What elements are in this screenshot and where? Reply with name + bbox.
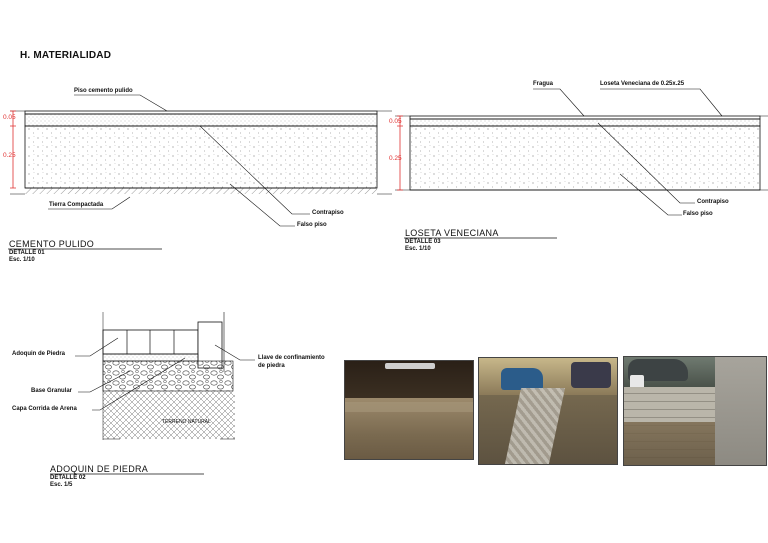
detalle-loseta: DETALLE 03 <box>405 239 441 245</box>
dimension-top-cemento: 0.05 <box>3 114 16 121</box>
photo-cemento-floor <box>344 360 474 460</box>
loseta-section-drawing <box>395 88 768 239</box>
label-contrapiso-cemento: Contrapiso <box>312 210 344 216</box>
label-base-granular: Base Granular <box>31 388 73 394</box>
caption-cemento: CEMENTO PULIDO <box>9 239 95 249</box>
dimension-top-loseta: 0.05 <box>389 118 402 125</box>
dimension-bottom-cemento: 0.25 <box>3 152 16 159</box>
caption-loseta: LOSETA VENECIANA <box>405 228 499 238</box>
dimension-bottom-loseta: 0.25 <box>389 155 402 162</box>
label-piso-cemento: Piso cemento pulido <box>74 88 133 94</box>
caption-adoquin: ADOQUIN DE PIEDRA <box>50 464 149 474</box>
escala-adoquin: Esc. 1/5 <box>50 482 73 488</box>
label-adoquin: Adoquin de Piedra <box>12 351 66 357</box>
photo-adoquin-sidewalk <box>623 356 767 466</box>
adoquin-section-drawing <box>50 312 255 475</box>
label-terreno-natural: TERRENO NATURAL <box>162 419 211 425</box>
label-tierra-compactada: Tierra Compactada <box>49 202 104 208</box>
detalle-adoquin: DETALLE 02 <box>50 475 86 481</box>
photo-loseta-street <box>478 357 618 465</box>
escala-cemento: Esc. 1/10 <box>9 257 35 263</box>
detalle-cemento: DETALLE 01 <box>9 250 45 256</box>
escala-loseta: Esc. 1/10 <box>405 246 431 252</box>
section-title: H. MATERIALIDAD <box>20 50 112 61</box>
label-llave-confinamiento: Llave de confinamiento <box>258 355 325 361</box>
cemento-section-drawing <box>8 94 392 250</box>
label-loseta-veneciana: Loseta Veneciana de 0.25x.25 <box>600 81 685 87</box>
label-contrapiso-loseta: Contrapiso <box>697 199 729 205</box>
label-fragua: Fragua <box>533 81 554 87</box>
label-capa-arena: Capa Corrida de Arena <box>12 406 77 412</box>
label-llave-piedra: de piedra <box>258 363 285 369</box>
label-falso-piso-loseta: Falso piso <box>683 211 713 217</box>
label-falso-piso-cemento: Falso piso <box>297 222 327 228</box>
